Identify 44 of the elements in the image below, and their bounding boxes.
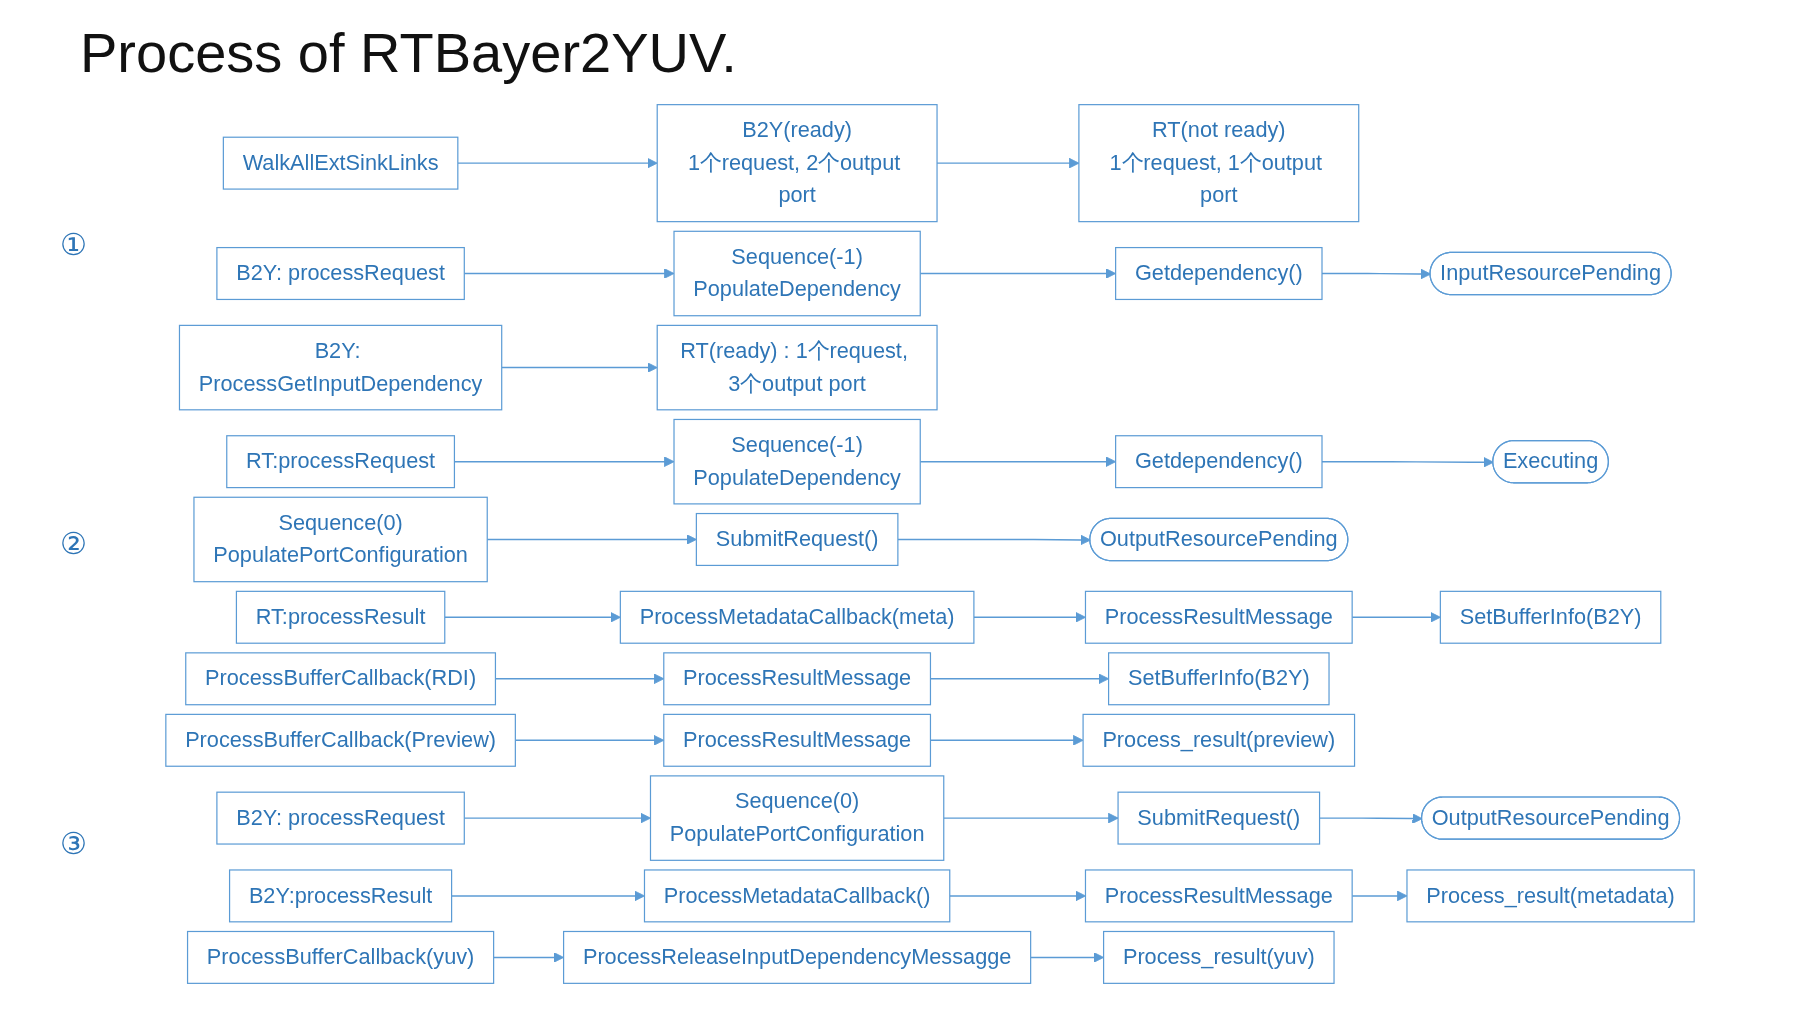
- node-box: ProcessMetadataCallback(): [643, 869, 951, 923]
- node-box: Process_result(preview): [1082, 713, 1356, 767]
- node-box: Process_result(yuv): [1103, 930, 1335, 984]
- node-box: Sequence(0) PopulatePortConfiguration: [649, 775, 945, 861]
- node-box: SetBufferInfo(B2Y): [1108, 652, 1330, 706]
- arrow: [501, 362, 658, 373]
- node-box: SubmitRequest(): [1117, 791, 1321, 845]
- node-box: SetBufferInfo(B2Y): [1439, 590, 1662, 644]
- arrow: [943, 812, 1119, 824]
- arrow: [444, 611, 621, 623]
- section-number: ②: [60, 526, 88, 562]
- node-box: B2Y: processRequest: [216, 246, 465, 301]
- arrow: [897, 534, 1091, 546]
- section-number: ③: [60, 825, 88, 861]
- node-box: RT(ready) : 1个request, 3个output port: [656, 324, 938, 411]
- node-box: Sequence(-1) PopulateDependency: [673, 418, 921, 505]
- node-box: ProcessBufferCallback(yuv): [186, 930, 495, 984]
- arrow: [949, 890, 1086, 902]
- node-box: SubmitRequest(): [695, 512, 899, 566]
- node-box: Getdependency(): [1115, 246, 1323, 301]
- node-box: ProcessMetadataCallback(meta): [619, 590, 975, 644]
- node-box: ProcessResultMessage: [663, 713, 932, 767]
- node-box: RT:processResult: [235, 590, 446, 644]
- node-box: ProcessBufferCallback(Preview): [165, 713, 516, 767]
- node-box: B2Y: ProcessGetInputDependency: [178, 324, 503, 411]
- node-box: B2Y(ready) 1个request, 2个output port: [656, 104, 938, 223]
- node-box: ProcessReleaseInputDependencyMessagge: [563, 930, 1032, 984]
- node-box: ProcessResultMessage: [663, 652, 932, 706]
- node-box: B2Y:processResult: [228, 869, 453, 923]
- node-box: RT(not ready) 1个request, 1个output port: [1078, 104, 1360, 223]
- arrow: [457, 157, 658, 169]
- node-box: Getdependency(): [1115, 435, 1323, 489]
- node-box: ProcessBufferCallback(RDI): [185, 652, 497, 706]
- node-box: ProcessResultMessage: [1084, 590, 1353, 644]
- arrow: [973, 611, 1086, 623]
- node-box: Sequence(-1) PopulateDependency: [673, 230, 921, 317]
- title: Process of RTBayer2YUV.: [80, 20, 738, 85]
- node-box: Sequence(0) PopulatePortConfiguration: [193, 496, 488, 583]
- section-number: ①: [60, 227, 88, 263]
- node-box: RT:processRequest: [226, 435, 456, 489]
- node-box: Process_result(metadata): [1406, 869, 1695, 923]
- node-box: ProcessResultMessage: [1084, 869, 1353, 923]
- node-box: B2Y: processRequest: [216, 791, 465, 845]
- node-box: WalkAllExtSinkLinks: [222, 136, 459, 190]
